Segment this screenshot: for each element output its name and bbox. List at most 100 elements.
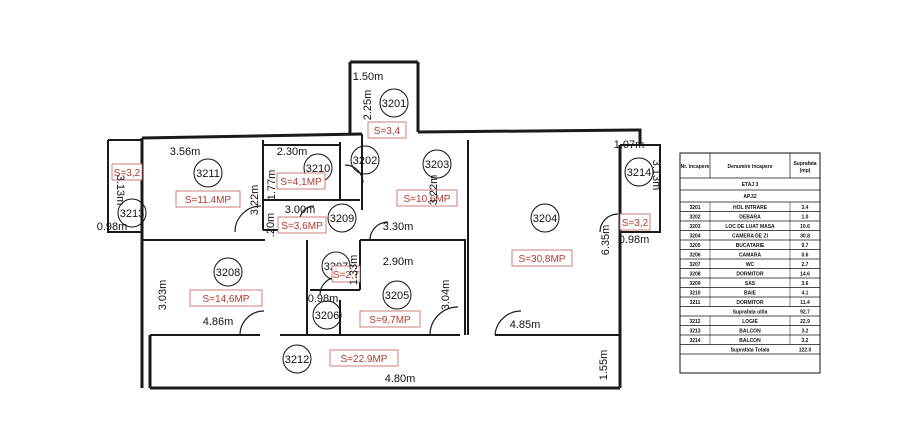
- dimension-label: 2.30m: [277, 146, 308, 158]
- dimension-label: 3.30m: [383, 221, 414, 233]
- dimension-label: 3.03m: [157, 280, 169, 311]
- table-row-name: HOL INTRARE: [733, 205, 768, 211]
- dimension-label: 3.00m: [285, 204, 316, 216]
- room-id-3209: 3209: [330, 213, 354, 225]
- room-id-3204: 3204: [533, 213, 557, 225]
- area-schedule-table: Nr. încapere Denumire încapere Suprafata(m…: [679, 152, 821, 374]
- dimension-label: 2.90m: [383, 256, 414, 268]
- table-row-name: BUCATARIE: [736, 243, 765, 249]
- dimension-label: .20m: [265, 213, 277, 237]
- dimension-label: 0.98m: [619, 234, 650, 246]
- table-row-area: 3.4: [802, 205, 809, 211]
- table-row-nr: 3207: [689, 262, 700, 268]
- table-row-name: WC: [746, 262, 755, 268]
- area-label-box: [359, 310, 421, 328]
- dimension-label: 1.77m: [266, 170, 278, 201]
- table-row-nr: 3209: [689, 281, 700, 287]
- room-circle-3204: [530, 203, 560, 233]
- area-label-box: [329, 349, 399, 367]
- table-header: Suprafata: [793, 161, 816, 167]
- area-label-box: [331, 265, 361, 283]
- area-label: S=3,6MP: [281, 221, 323, 232]
- dimension-label: 3.56m: [170, 146, 201, 158]
- table-total-label: Suprafata Totala: [731, 348, 770, 354]
- table-row-area: 1.0: [802, 215, 809, 221]
- table-row-area: 22.9: [800, 319, 810, 325]
- table-row-name: CAMARA: [739, 253, 762, 259]
- table-total-value: 122.0: [799, 348, 812, 354]
- area-label-box: [367, 121, 407, 139]
- table-header: Denumire încapere: [727, 164, 772, 170]
- table-row-area: 3.2: [802, 329, 809, 335]
- room-circle-3205: [382, 280, 412, 310]
- area-label: S=9,7MP: [369, 315, 411, 326]
- area-label: S=2,7: [333, 270, 360, 281]
- table-row-area: 10.6: [800, 224, 810, 230]
- room-circle-3214: [624, 157, 654, 187]
- table-row-name: BALCON: [739, 338, 761, 344]
- area-label: S=10,6MP: [404, 194, 451, 205]
- table-apartment: AP.32: [743, 194, 756, 200]
- area-label: S=11.4MP: [185, 195, 232, 206]
- interior-walls: [107, 134, 661, 336]
- room-id-3203: 3203: [425, 159, 449, 171]
- area-label-box: [511, 249, 573, 267]
- table-row-area: 11.4: [800, 300, 810, 306]
- area-label: S=14,6MP: [203, 294, 250, 305]
- dimension-label: 3.22m: [428, 175, 440, 206]
- dimension-label: 4.86m: [203, 316, 234, 328]
- room-circle-3206: [312, 300, 342, 330]
- dimension-label: 1.07m: [614, 139, 645, 151]
- area-label: S=3,4: [374, 126, 401, 137]
- area-label: S=30,8MP: [519, 254, 566, 265]
- room-id-3213: 3213: [120, 208, 144, 220]
- area-label: S=4,1MP: [280, 177, 322, 188]
- table-header: (mp): [800, 168, 811, 174]
- room-id-3214: 3214: [627, 167, 651, 179]
- table-header: Nr. încapere: [681, 164, 710, 170]
- dimension-label: 1.33m: [348, 255, 360, 286]
- room-circle-3209: [327, 203, 357, 233]
- area-label: S=3,2: [622, 218, 649, 229]
- dimension-label: 2.25m: [362, 90, 374, 121]
- dimension-label: 1.50m: [353, 71, 384, 83]
- table-row-nr: 3204: [689, 234, 700, 240]
- table-row-nr: 3208: [689, 272, 700, 278]
- table-row-nr: 3201: [689, 205, 700, 211]
- room-id-3206: 3206: [315, 310, 339, 322]
- room-id-3210: 3210: [306, 163, 330, 175]
- table-row-area: 30.8: [800, 234, 810, 240]
- room-circle-3213: [117, 198, 147, 228]
- table-useful-value: 92.7: [800, 310, 810, 316]
- dimension-label: 6.35m: [600, 225, 612, 256]
- table-row-nr: 3212: [689, 319, 700, 325]
- table-row-name: CAMERA DE ZI: [732, 234, 769, 240]
- table-row-area: 3.2: [802, 338, 809, 344]
- room-id-3201: 3201: [382, 98, 406, 110]
- table-row-area: 2.7: [802, 262, 809, 268]
- room-id-3205: 3205: [385, 290, 409, 302]
- area-label-box: [277, 216, 327, 234]
- dimension-label: 0.98m: [308, 293, 339, 305]
- table-row-name: SAS: [745, 281, 756, 287]
- table-row-area: 0.6: [802, 253, 809, 259]
- table-row-area: 3.6: [802, 281, 809, 287]
- table-row-nr: 3210: [689, 291, 700, 297]
- room-id-3211: 3211: [196, 168, 220, 180]
- table-row-name: LOGIE: [742, 319, 758, 325]
- dimension-label: 3.13m: [650, 160, 662, 191]
- dimension-label: 4.85m: [510, 319, 541, 331]
- dimension-label: 3.04m: [440, 280, 452, 311]
- area-label: S=3,2: [114, 168, 141, 179]
- table-row-area: 14.6: [800, 272, 810, 278]
- room-circle-3211: [193, 158, 223, 188]
- area-label-box: [111, 163, 143, 181]
- table-useful-label: Suprafata utila: [733, 310, 768, 316]
- dimension-label: 1.55m: [598, 350, 610, 381]
- table-row-name: DEBARA: [739, 215, 761, 221]
- table-row-nr: 3211: [690, 300, 701, 306]
- table-row-name: DORMITOR: [736, 272, 764, 278]
- area-label-box: [276, 172, 326, 190]
- table-row-name: DORMITOR: [736, 300, 764, 306]
